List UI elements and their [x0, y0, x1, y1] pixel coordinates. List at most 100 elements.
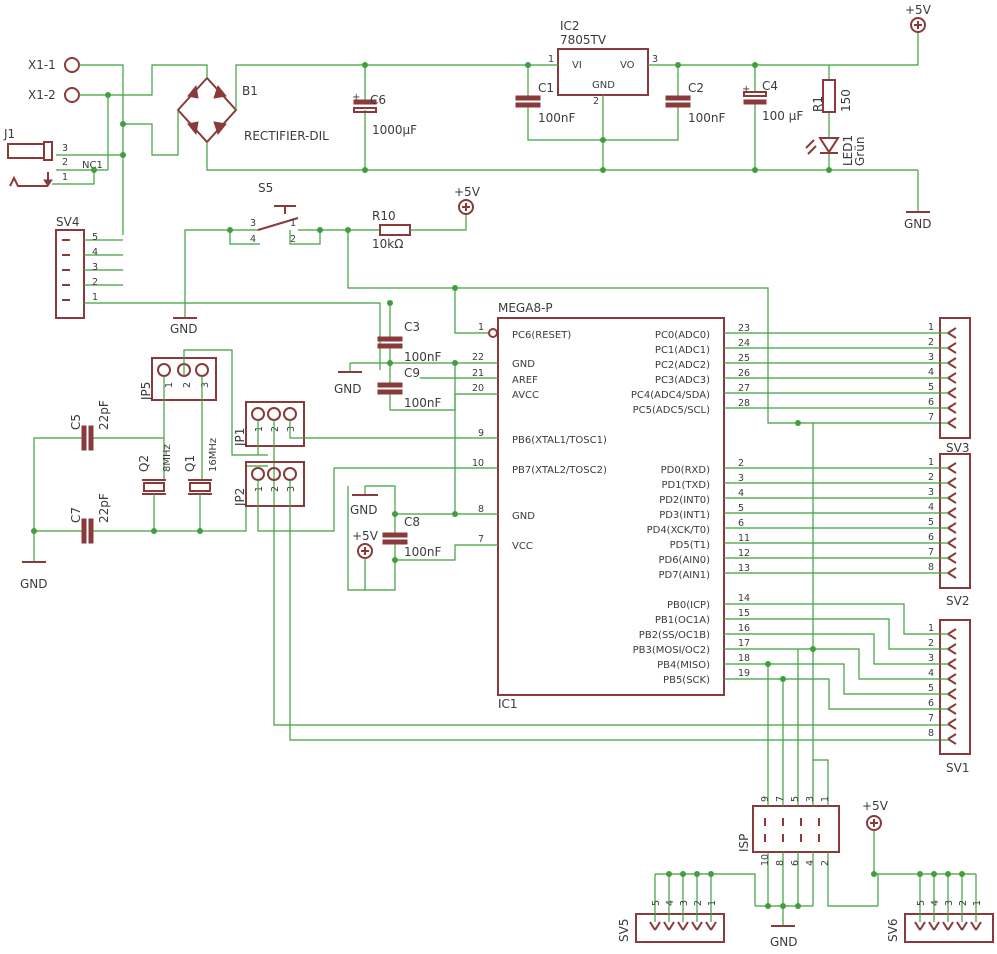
c5-capacitor	[81, 425, 87, 451]
sv2-pin-label: 7	[928, 547, 934, 558]
sv5-pin-label: 1	[707, 900, 718, 906]
sv3-pin-labels: 1 2 3 4 5 6 7	[928, 322, 934, 423]
sv3-header	[724, 317, 971, 439]
sv1-header	[724, 603, 971, 755]
ic1-pin-number: 23	[738, 323, 750, 334]
gnd-label: GND	[170, 322, 198, 336]
sv2-pin-label: 4	[928, 502, 934, 513]
jp2-pin-label: 3	[286, 486, 297, 492]
sv5-header	[635, 871, 756, 943]
s5-pin-label: 2	[290, 234, 296, 245]
sv4-ref: SV4	[56, 215, 79, 229]
jp1-pin-label: 3	[286, 426, 297, 432]
ic1-name: MEGA8-P	[498, 301, 553, 315]
ic2-ref: IC2	[560, 19, 580, 33]
sv2-pin-label: 3	[928, 487, 934, 498]
gnd-label: GND	[20, 577, 48, 591]
ic1-pin-name: PC3(ADC3)	[655, 375, 710, 386]
ic1-pin-name: PB4(MISO)	[657, 660, 710, 671]
reset-section: S5 3 1 4 2 GND R10 10kΩ +5V	[170, 181, 948, 424]
sv3-pin-label: 2	[928, 337, 934, 348]
r1-ref: R1	[811, 96, 825, 112]
junction	[387, 300, 393, 306]
jp5-pin-label: 3	[200, 382, 211, 388]
sv1-pin-label: 4	[928, 668, 934, 679]
ic2-pin-vo: VO	[620, 60, 635, 71]
sv2-pin-label: 1	[928, 457, 934, 468]
sv5-pin-labels: 5 4 3 2 1	[651, 900, 718, 906]
ic1-pin-number: 27	[738, 383, 750, 394]
ic1-pin-number: 28	[738, 398, 750, 409]
junction	[795, 903, 801, 909]
ic2-pin-3: 3	[652, 54, 658, 65]
ic1-pin-number: 15	[738, 608, 750, 619]
x1-1-terminal	[64, 57, 80, 73]
ic1-mega8	[497, 317, 725, 696]
j1-ref: J1	[3, 127, 15, 141]
junction	[795, 420, 801, 426]
ic1-pin-name: PD0(RXD)	[661, 465, 710, 476]
sv6-header	[871, 871, 994, 943]
sv6-pin-label: 5	[916, 900, 927, 906]
sv2-pin-label: 8	[928, 562, 934, 573]
junction	[197, 528, 203, 534]
j1-pin-label: 1	[62, 172, 68, 183]
ic1-pin-name: PD6(AIN0)	[658, 555, 710, 566]
ic1-right-pins: PC0(ADC0) 23 PC1(ADC1) 24 PC2(ADC2) 25 P…	[631, 323, 750, 686]
vcc-label: +5V	[352, 529, 379, 543]
ic2-pin-vi: VI	[572, 60, 582, 71]
s5-pin-label: 4	[250, 234, 256, 245]
sv1-pin-label: 2	[928, 638, 934, 649]
isp-pin-label: 2	[820, 860, 831, 866]
jp1-pin-label: 2	[270, 426, 281, 432]
ic1-pin-number: 5	[738, 503, 744, 514]
ic2-value: 7805TV	[560, 33, 607, 47]
sv3-pin-label: 4	[928, 367, 934, 378]
junction	[780, 903, 786, 909]
sv3-pin-label: 1	[928, 322, 934, 333]
sv4-pin-label: 2	[92, 277, 98, 288]
jp5-pin-label: 2	[182, 382, 193, 388]
gnd-label: GND	[904, 217, 932, 231]
junction	[765, 903, 771, 909]
ic1-pin-number: 26	[738, 368, 750, 379]
c8-capacitor	[382, 532, 408, 538]
s5-pin-label: 3	[250, 218, 256, 229]
b1-bridge-rectifier	[176, 76, 238, 144]
sv2-ref: SV2	[946, 594, 969, 608]
c1-capacitor	[515, 65, 679, 141]
c4-capacitor: +	[742, 65, 767, 170]
ic1-pin-name: PB1(OC1A)	[655, 615, 710, 626]
ic1-pin-number: 20	[472, 383, 484, 394]
sv4-pin-label: 1	[92, 292, 98, 303]
jp2-jumper	[245, 461, 305, 507]
c3-value: 100nF	[404, 350, 442, 364]
c6-capacitor: +	[352, 65, 377, 170]
ic1-pin-name: PB2(SS/OC1B)	[639, 630, 710, 641]
vcc-label: +5V	[905, 3, 932, 17]
s5-ref: S5	[258, 181, 273, 195]
sv3-pin-label: 5	[928, 382, 934, 393]
ic1-pin-number: 6	[738, 518, 744, 529]
ic1-pin-number: 2	[738, 458, 744, 469]
r10-ref: R10	[372, 209, 396, 223]
sv6-pin-labels: 5 4 3 2 1	[916, 900, 983, 906]
crystal-section: JP5 1 2 3 Q2 8MHz Q1 16MHz C5 22pF C7 22…	[20, 349, 948, 741]
ic1-pin-name: PD5(T1)	[670, 540, 710, 551]
junction	[600, 167, 606, 173]
ic1-pin-number: 12	[738, 548, 750, 559]
ic1-pin-number: 18	[738, 653, 750, 664]
junction	[227, 227, 233, 233]
isp-pin-label: 4	[805, 860, 816, 866]
x1-1-label: X1-1	[28, 58, 56, 72]
ic1-pin-name: PD2(INT0)	[659, 495, 710, 506]
ic1-pin-name: AVCC	[512, 390, 539, 401]
q1-ref: Q1	[183, 455, 197, 472]
sv6-pin-label: 2	[958, 900, 969, 906]
sv1-pin-label: 1	[928, 623, 934, 634]
q1-value: 16MHz	[208, 438, 219, 472]
sv2-pin-label: 2	[928, 472, 934, 483]
gnd-label: GND	[350, 503, 378, 517]
vcc-symbol	[458, 199, 474, 215]
ic1-pin-number: 14	[738, 593, 750, 604]
